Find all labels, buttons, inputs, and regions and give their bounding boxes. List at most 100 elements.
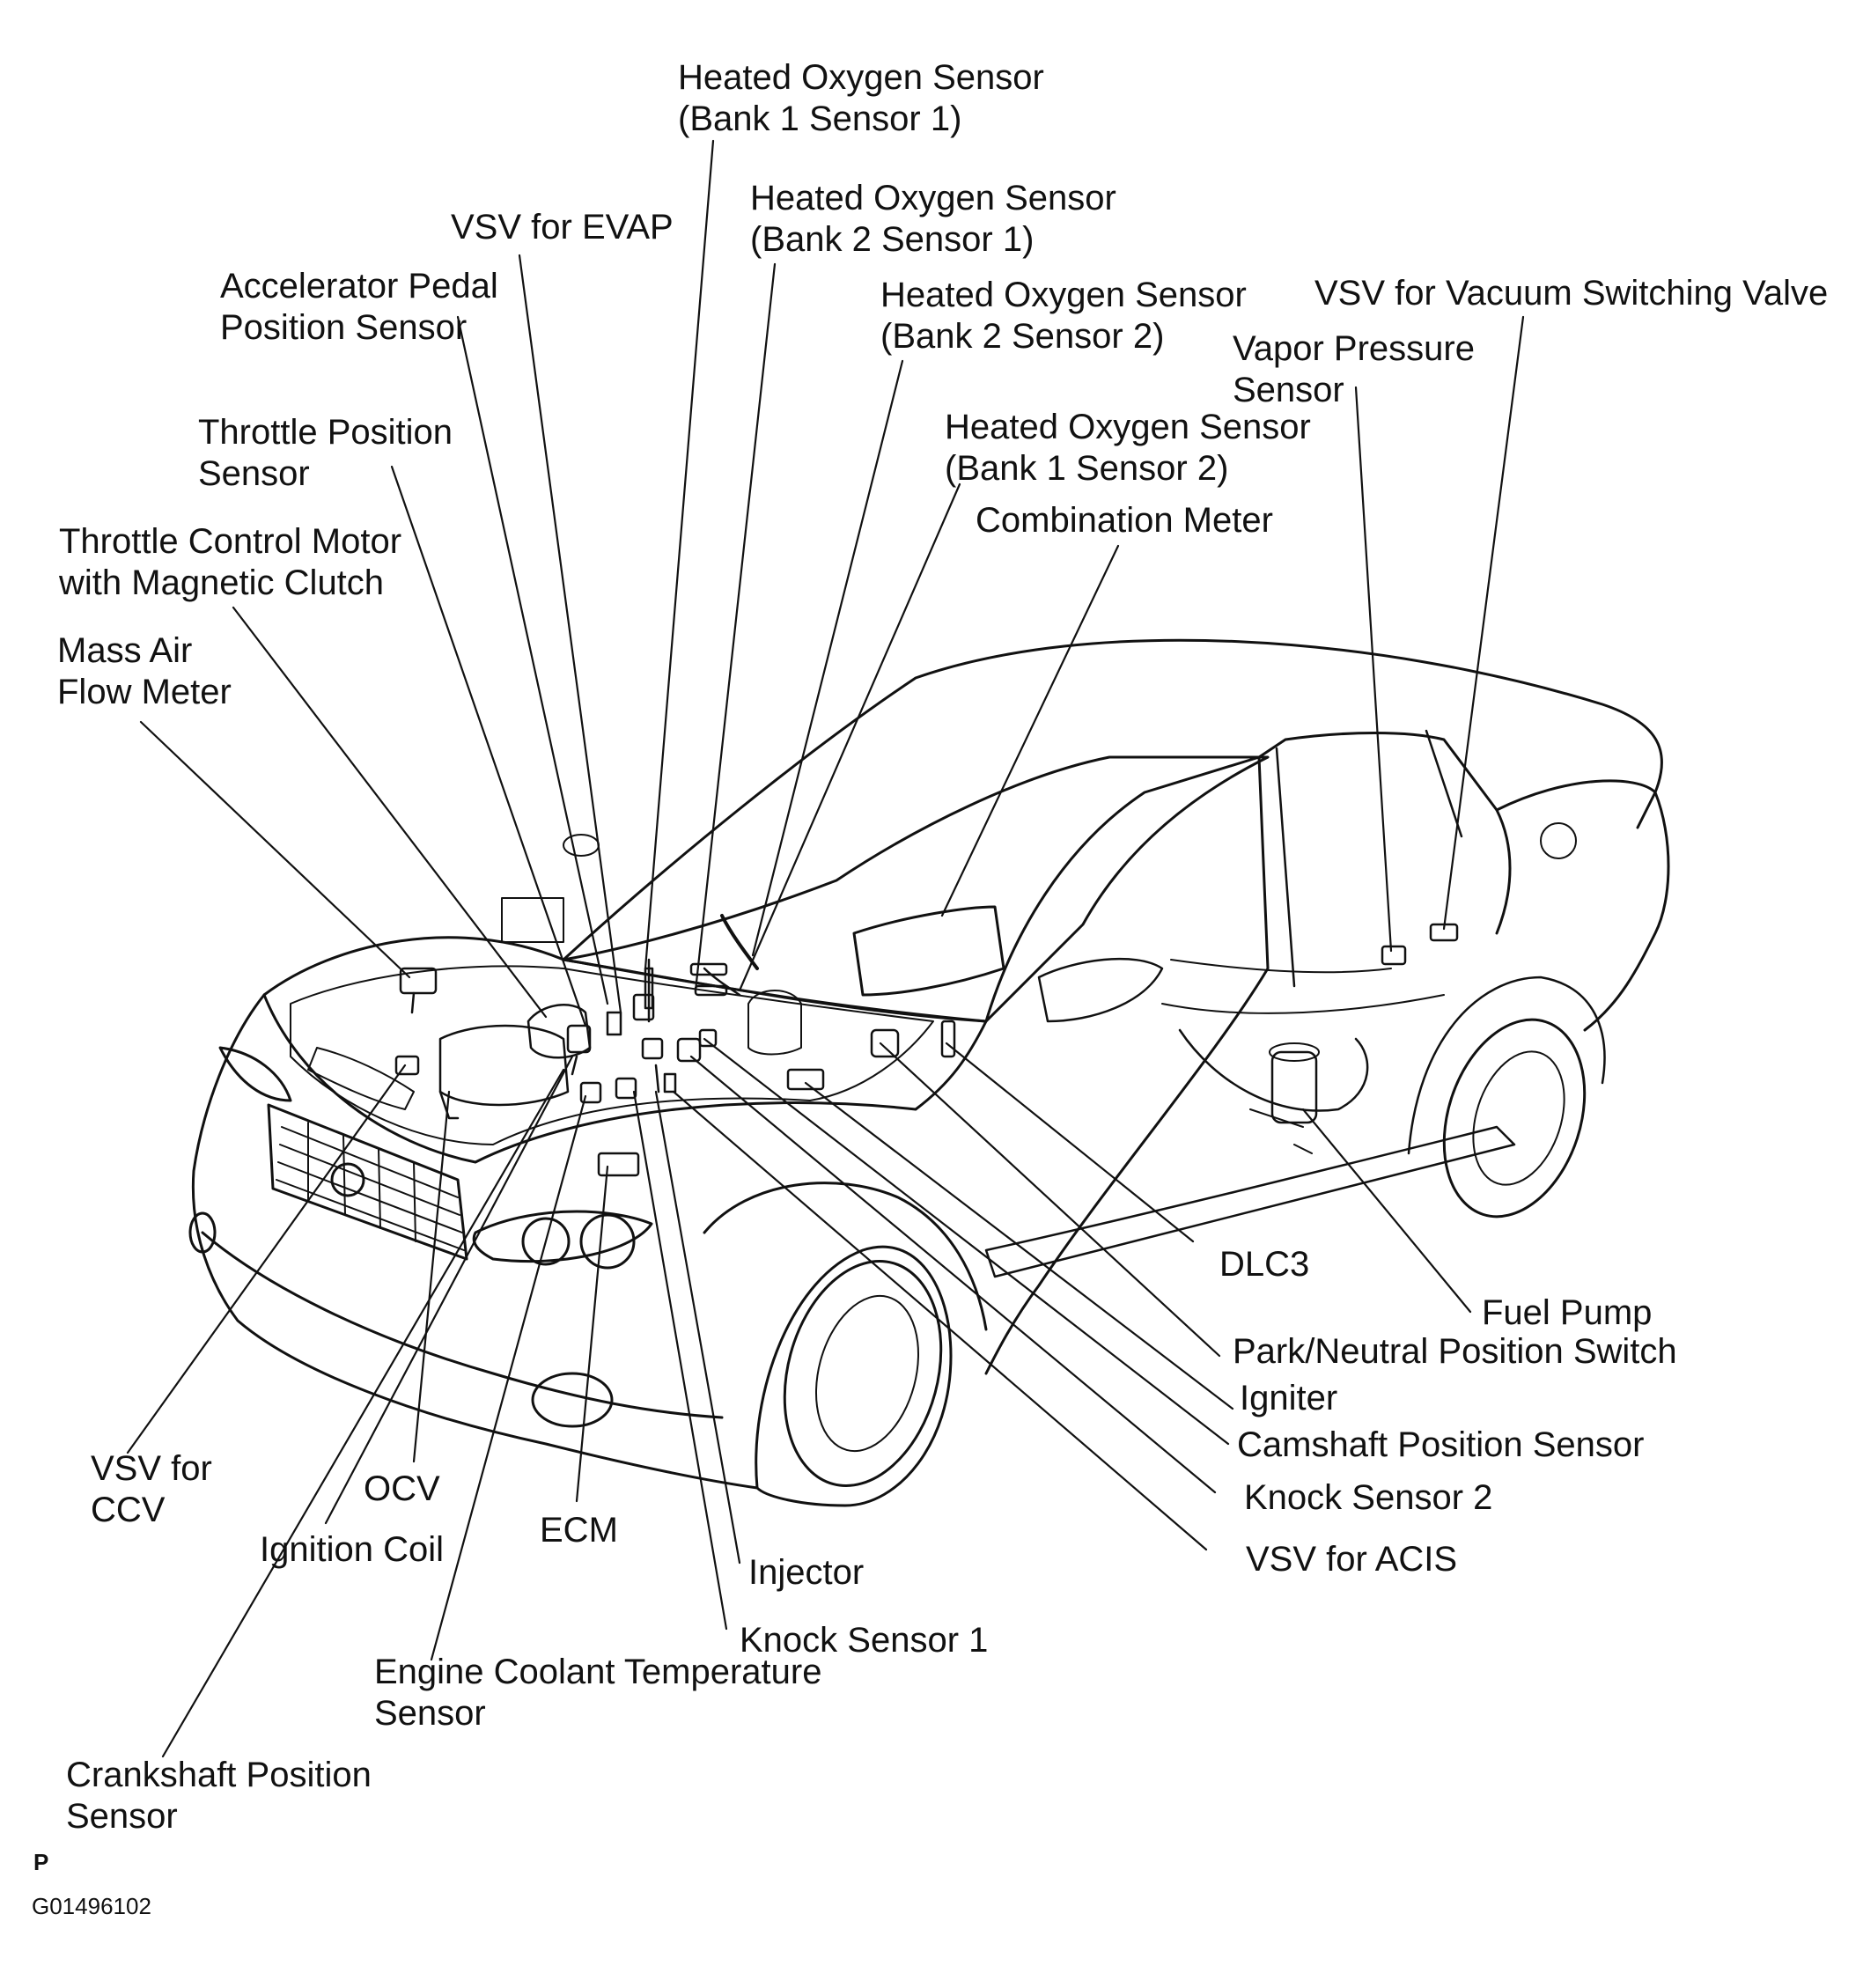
label-mass-air-flow-meter: Mass Air Flow Meter [57,630,232,713]
label-vsv-ccv: VSV for CCV [91,1448,212,1531]
label-line: Ignition Coil [260,1530,445,1569]
label-line: Heated Oxygen Sensor [678,58,1044,97]
label-line: (Bank 2 Sensor 1) [750,220,1035,259]
label-line: Sensor [374,1694,486,1733]
label-line: Flow Meter [57,673,232,711]
label-line: Knock Sensor 2 [1244,1478,1493,1517]
injector-part [654,1064,660,1093]
label-vsv-evap: VSV for EVAP [451,207,674,248]
throttle-body-part [526,1004,592,1059]
leader-vsv-ccv [126,1064,407,1454]
label-line: OCV [364,1469,440,1508]
vapor-sensor-part [1381,945,1407,966]
rear-quarter [1495,779,1670,1032]
leader-accel-pedal [456,315,609,1005]
label-ocv: OCV [364,1469,440,1510]
hood [262,936,988,1164]
figure-code: G01496102 [32,1893,151,1919]
car-roof [562,638,1663,961]
maf-part [399,967,438,995]
engine-bay [290,965,934,1145]
label-vsv-acis: VSV for ACIS [1246,1539,1457,1580]
front-bumper [191,993,759,1490]
label-line: (Bank 1 Sensor 2) [945,449,1229,488]
label-line: Combination Meter [976,501,1273,540]
label-igniter: Igniter [1240,1378,1337,1419]
leader-ocv [412,1090,451,1463]
leader-injector [654,1090,741,1565]
leader-throttle-motor [232,606,548,1019]
front-wheel [703,1182,988,1507]
label-camshaft-position-sensor: Camshaft Position Sensor [1237,1425,1644,1466]
car-body [188,638,1670,1507]
label-line: CCV [91,1491,166,1529]
label-line: Fuel Pump [1482,1293,1653,1332]
label-line: Injector [748,1553,865,1592]
label-ho2s-bank1-sensor1: Heated Oxygen Sensor (Bank 1 Sensor 1) [678,57,1044,140]
label-line: DLC3 [1219,1245,1310,1284]
label-line: Engine Coolant Temperature [374,1653,822,1691]
label-park-neutral-position-switch: Park/Neutral Position Switch [1233,1331,1677,1373]
label-line: Throttle Position [198,413,453,452]
leader-park-neutral [879,1042,1221,1358]
leader-ignition-coil [324,1055,574,1525]
leader-knock1 [632,1090,728,1631]
leader-dlc3 [945,1042,1195,1243]
label-knock-sensor-2: Knock Sensor 2 [1244,1477,1492,1519]
leader-lines [126,139,1525,1758]
label-knock-sensor-1: Knock Sensor 1 [740,1620,988,1661]
leader-combination-meter [940,544,1120,917]
grille [267,1103,468,1261]
label-line: Vapor Pressure [1233,329,1475,368]
label-vsv-vacuum-switching-valve: VSV for Vacuum Switching Valve [1314,273,1828,314]
rear-wheel [1407,976,1606,1219]
label-line: Heated Oxygen Sensor [945,408,1311,446]
leader-fuel-pump [1301,1108,1472,1314]
leader-maf [139,720,411,979]
label-line: VSV for Vacuum Switching Valve [1314,274,1829,313]
leader-ho2s-b2s2 [751,359,904,957]
label-dlc3: DLC3 [1219,1244,1309,1285]
footer-mark: P [33,1849,49,1875]
label-line: VSV for [91,1449,212,1488]
label-line: Sensor [198,454,310,493]
leader-knock2 [689,1055,1217,1494]
label-line: VSV for EVAP [451,208,674,247]
label-line: Camshaft Position Sensor [1237,1425,1645,1464]
label-throttle-control-motor: Throttle Control Motor with Magnetic Clu… [59,521,401,604]
leader-camshaft [703,1037,1230,1446]
leader-vsv-evap [518,254,622,1014]
label-ho2s-bank2-sensor1: Heated Oxygen Sensor (Bank 2 Sensor 1) [750,178,1116,261]
leader-vapor-pressure [1354,386,1393,953]
lower-bumper [201,1231,724,1419]
label-line: ECM [540,1511,618,1550]
label-line: Mass Air [57,631,193,670]
front-door [984,755,1270,1375]
label-line: Igniter [1240,1379,1338,1417]
label-combination-meter: Combination Meter [976,500,1273,541]
label-fuel-pump: Fuel Pump [1482,1292,1652,1334]
label-line: Heated Oxygen Sensor [750,179,1116,217]
leader-ecm [575,1165,609,1503]
label-line: Heated Oxygen Sensor [880,276,1247,314]
label-line: Knock Sensor 1 [740,1621,989,1660]
label-line: (Bank 1 Sensor 1) [678,99,962,138]
label-line: Sensor [1233,371,1344,409]
label-line: (Bank 2 Sensor 2) [880,317,1165,356]
rear-door-frame [1257,732,1512,935]
leader-igniter [804,1081,1234,1410]
leader-crankshaft [161,1068,565,1758]
label-line: Throttle Control Motor [59,522,402,561]
label-ecm: ECM [540,1510,618,1551]
label-line: Park/Neutral Position Switch [1233,1332,1677,1371]
label-engine-coolant-temperature-sensor: Engine Coolant Temperature Sensor [374,1652,821,1734]
leader-ho2s-b2s1 [694,262,777,992]
leader-ho2s-b1s1 [644,139,715,970]
label-line: Sensor [66,1797,178,1836]
label-line: VSV for ACIS [1246,1540,1458,1579]
left-headlight [218,1046,292,1102]
label-accelerator-pedal-position-sensor: Accelerator Pedal Position Sensor [220,266,498,349]
leader-vsv-vacuum [1442,315,1525,931]
label-ho2s-bank1-sensor2: Heated Oxygen Sensor (Bank 1 Sensor 2) [945,407,1311,490]
